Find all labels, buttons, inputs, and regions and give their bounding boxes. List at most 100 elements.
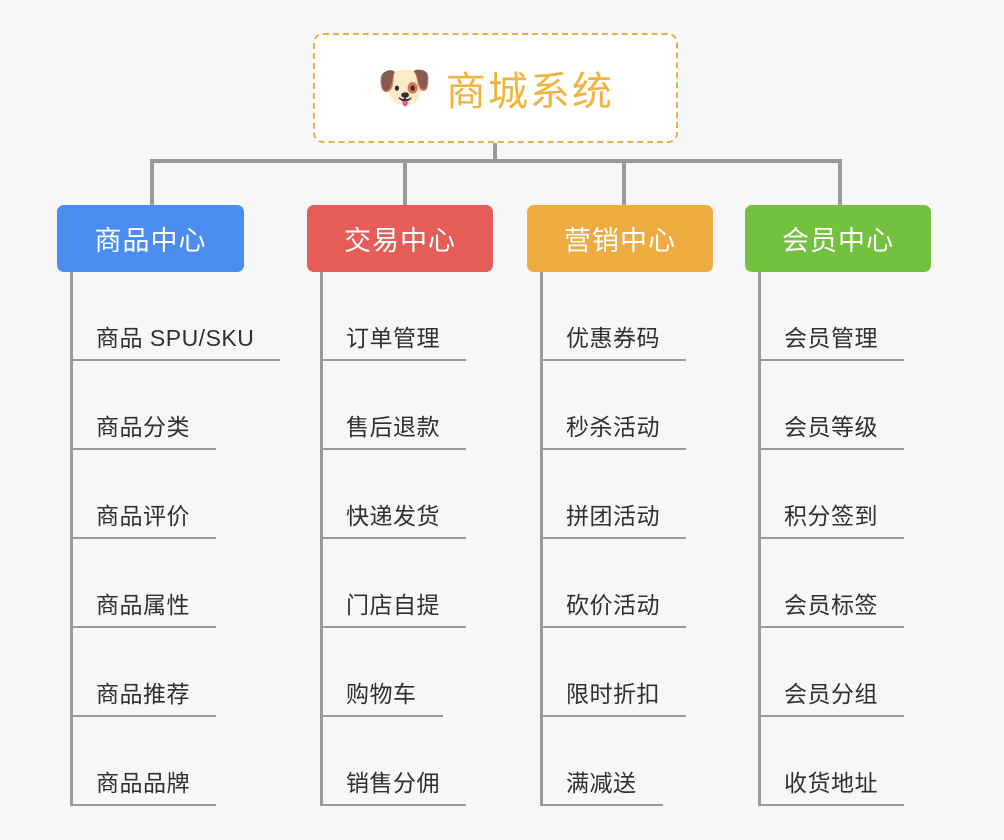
leaf-underline: 快递发货 [320, 497, 466, 539]
leaf-underline: 商品推荐 [70, 675, 216, 717]
column-trade-center: 交易中心订单管理售后退款快递发货门店自提购物车销售分佣 [307, 205, 493, 806]
leaf-label: 售后退款 [346, 414, 440, 440]
leaf-label: 会员分组 [784, 681, 878, 707]
leaf-label: 限时折扣 [566, 681, 660, 707]
leaf-item[interactable]: 商品分类 [57, 361, 244, 450]
leaf-item[interactable]: 商品属性 [57, 539, 244, 628]
connector-trunk-trade-center [320, 272, 323, 806]
leaf-label: 积分签到 [784, 503, 878, 529]
connector-drop-trade-center [403, 159, 407, 205]
leaf-underline: 销售分佣 [320, 764, 466, 806]
category-label: 交易中心 [344, 226, 456, 256]
leaf-item[interactable]: 商品评价 [57, 450, 244, 539]
leaf-label: 满减送 [566, 770, 637, 796]
leaf-item[interactable]: 积分签到 [745, 450, 931, 539]
leaf-item[interactable]: 订单管理 [307, 272, 493, 361]
leaf-underline: 优惠券码 [540, 319, 686, 361]
leaf-underline: 会员等级 [758, 408, 904, 450]
leaf-label: 砍价活动 [566, 592, 660, 618]
leaf-item[interactable]: 优惠券码 [527, 272, 713, 361]
leaf-item[interactable]: 收货地址 [745, 717, 931, 806]
column-product-center: 商品中心商品 SPU/SKU 商品分类商品评价商品属性商品推荐商品品牌 [57, 205, 281, 806]
leaf-underline: 售后退款 [320, 408, 466, 450]
connector-drop-marketing-center [622, 159, 626, 205]
root-node[interactable]: 🐶 商城系统 [313, 33, 678, 143]
shiba-dog-face-icon: 🐶 [377, 63, 432, 112]
leaf-item[interactable]: 快递发货 [307, 450, 493, 539]
leaf-underline: 商品品牌 [70, 764, 216, 806]
leaf-item[interactable]: 满减送 [527, 717, 713, 806]
leaf-label: 商品 SPU/SKU [96, 325, 255, 351]
leaf-underline: 商品属性 [70, 586, 216, 628]
leaf-label: 快递发货 [346, 503, 440, 529]
connector-trunk-member-center [758, 272, 761, 806]
leaf-underline: 商品分类 [70, 408, 216, 450]
leaf-label: 商品品牌 [96, 770, 190, 796]
leaf-item[interactable]: 门店自提 [307, 539, 493, 628]
leaf-label: 商品评价 [96, 503, 190, 529]
leaf-label: 订单管理 [346, 325, 440, 351]
leaf-underline: 秒杀活动 [540, 408, 686, 450]
column-marketing-center: 营销中心优惠券码秒杀活动拼团活动砍价活动限时折扣满减送 [527, 205, 713, 806]
leaf-underline: 收货地址 [758, 764, 904, 806]
leaf-underline: 订单管理 [320, 319, 466, 361]
leaf-item[interactable]: 会员分组 [745, 628, 931, 717]
connector-trunk-marketing-center [540, 272, 543, 806]
leaf-underline: 满减送 [540, 764, 663, 806]
leaf-label: 商品属性 [96, 592, 190, 618]
leaf-underline: 拼团活动 [540, 497, 686, 539]
leaf-underline: 门店自提 [320, 586, 466, 628]
leaf-item[interactable]: 会员等级 [745, 361, 931, 450]
category-label: 会员中心 [782, 226, 894, 256]
leaf-item[interactable]: 会员管理 [745, 272, 931, 361]
leaf-label: 销售分佣 [346, 770, 440, 796]
leaf-underline: 会员标签 [758, 586, 904, 628]
connector-drop-member-center [838, 159, 842, 205]
root-title: 商城系统 [445, 70, 614, 114]
leaf-item[interactable]: 会员标签 [745, 539, 931, 628]
leaf-item[interactable]: 限时折扣 [527, 628, 713, 717]
leaf-underline: 会员分组 [758, 675, 904, 717]
column-member-center: 会员中心会员管理会员等级积分签到会员标签会员分组收货地址 [745, 205, 931, 806]
leaf-label: 优惠券码 [566, 325, 660, 351]
category-header-trade-center[interactable]: 交易中心 [307, 205, 493, 272]
leaf-label: 秒杀活动 [566, 414, 660, 440]
leaf-item[interactable]: 商品品牌 [57, 717, 244, 806]
leaf-label: 会员管理 [784, 325, 878, 351]
leaf-item[interactable]: 秒杀活动 [527, 361, 713, 450]
leaf-underline: 商品 SPU/SKU [70, 319, 281, 361]
leaf-item[interactable]: 购物车 [307, 628, 493, 717]
leaf-item[interactable]: 售后退款 [307, 361, 493, 450]
category-header-marketing-center[interactable]: 营销中心 [527, 205, 713, 272]
leaf-item[interactable]: 商品推荐 [57, 628, 244, 717]
leaf-label: 拼团活动 [566, 503, 660, 529]
leaf-list-trade-center: 订单管理售后退款快递发货门店自提购物车销售分佣 [307, 272, 493, 806]
category-header-product-center[interactable]: 商品中心 [57, 205, 244, 272]
leaf-list-marketing-center: 优惠券码秒杀活动拼团活动砍价活动限时折扣满减送 [527, 272, 713, 806]
leaf-underline: 限时折扣 [540, 675, 686, 717]
leaf-label: 商品推荐 [96, 681, 190, 707]
leaf-label: 收货地址 [784, 770, 878, 796]
leaf-list-product-center: 商品 SPU/SKU 商品分类商品评价商品属性商品推荐商品品牌 [57, 272, 281, 806]
leaf-label: 门店自提 [346, 592, 440, 618]
connector-drop-product-center [150, 159, 154, 205]
leaf-underline: 会员管理 [758, 319, 904, 361]
connector-horizontal-bar [150, 159, 840, 163]
leaf-item[interactable]: 拼团活动 [527, 450, 713, 539]
leaf-item[interactable]: 销售分佣 [307, 717, 493, 806]
leaf-underline: 砍价活动 [540, 586, 686, 628]
leaf-item[interactable]: 砍价活动 [527, 539, 713, 628]
leaf-label: 会员标签 [784, 592, 878, 618]
category-label: 营销中心 [564, 226, 676, 256]
connector-root-stem [493, 143, 497, 163]
leaf-underline: 购物车 [320, 675, 443, 717]
category-label: 商品中心 [94, 226, 207, 256]
connector-trunk-product-center [70, 272, 73, 806]
leaf-label: 会员等级 [784, 414, 878, 440]
leaf-list-member-center: 会员管理会员等级积分签到会员标签会员分组收货地址 [745, 272, 931, 806]
category-header-member-center[interactable]: 会员中心 [745, 205, 931, 272]
leaf-underline: 商品评价 [70, 497, 216, 539]
leaf-label: 商品分类 [96, 414, 190, 440]
leaf-item[interactable]: 商品 SPU/SKU [57, 272, 281, 361]
